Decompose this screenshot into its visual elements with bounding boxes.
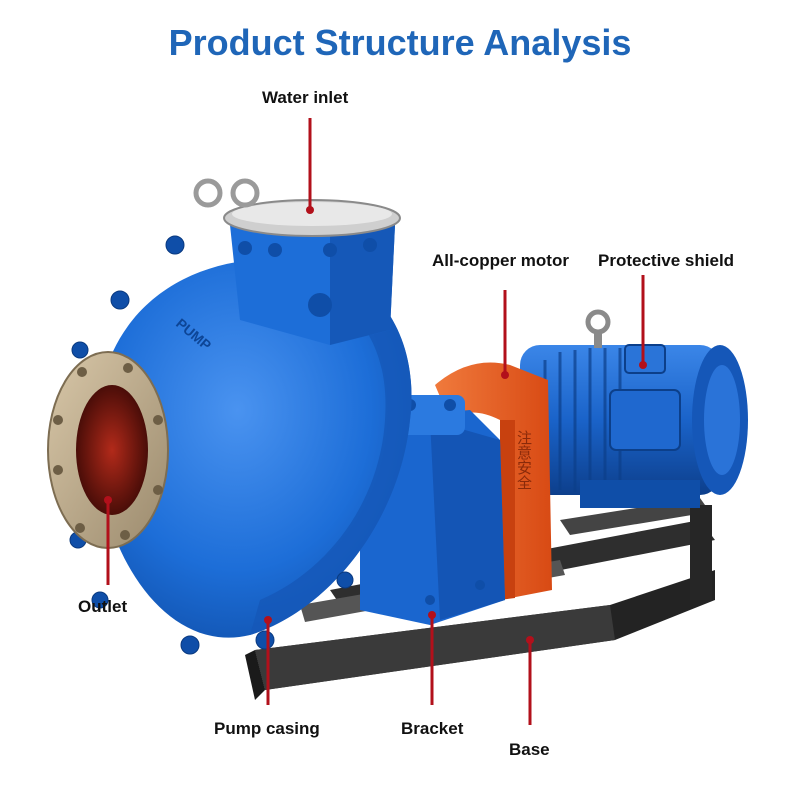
motor: [520, 309, 748, 508]
water-inlet: [193, 178, 401, 345]
leader-dot-outlet: [104, 496, 112, 504]
label-bracket: Bracket: [401, 719, 464, 738]
label-protective-shield: Protective shield: [598, 251, 735, 270]
protective-shield: 注意安全: [435, 362, 552, 600]
leader-dot-bracket: [428, 611, 436, 619]
outlet-flange: [47, 351, 169, 549]
leader-dot-shield: [639, 361, 647, 369]
leader-dot-motor: [501, 371, 509, 379]
shield-warning-text: 注意安全: [515, 430, 533, 490]
page-title: Product Structure Analysis: [168, 22, 632, 63]
leader-dot-base: [526, 636, 534, 644]
label-pump-casing: Pump casing: [214, 719, 320, 738]
leader-dot-pump-casing: [264, 616, 272, 624]
label-motor: All-copper motor: [432, 251, 569, 270]
label-base: Base: [509, 740, 550, 759]
label-outlet: Outlet: [78, 597, 128, 616]
label-water-inlet: Water inlet: [262, 88, 349, 107]
leader-dot-water-inlet: [306, 206, 314, 214]
leader-lines: [106, 118, 645, 725]
